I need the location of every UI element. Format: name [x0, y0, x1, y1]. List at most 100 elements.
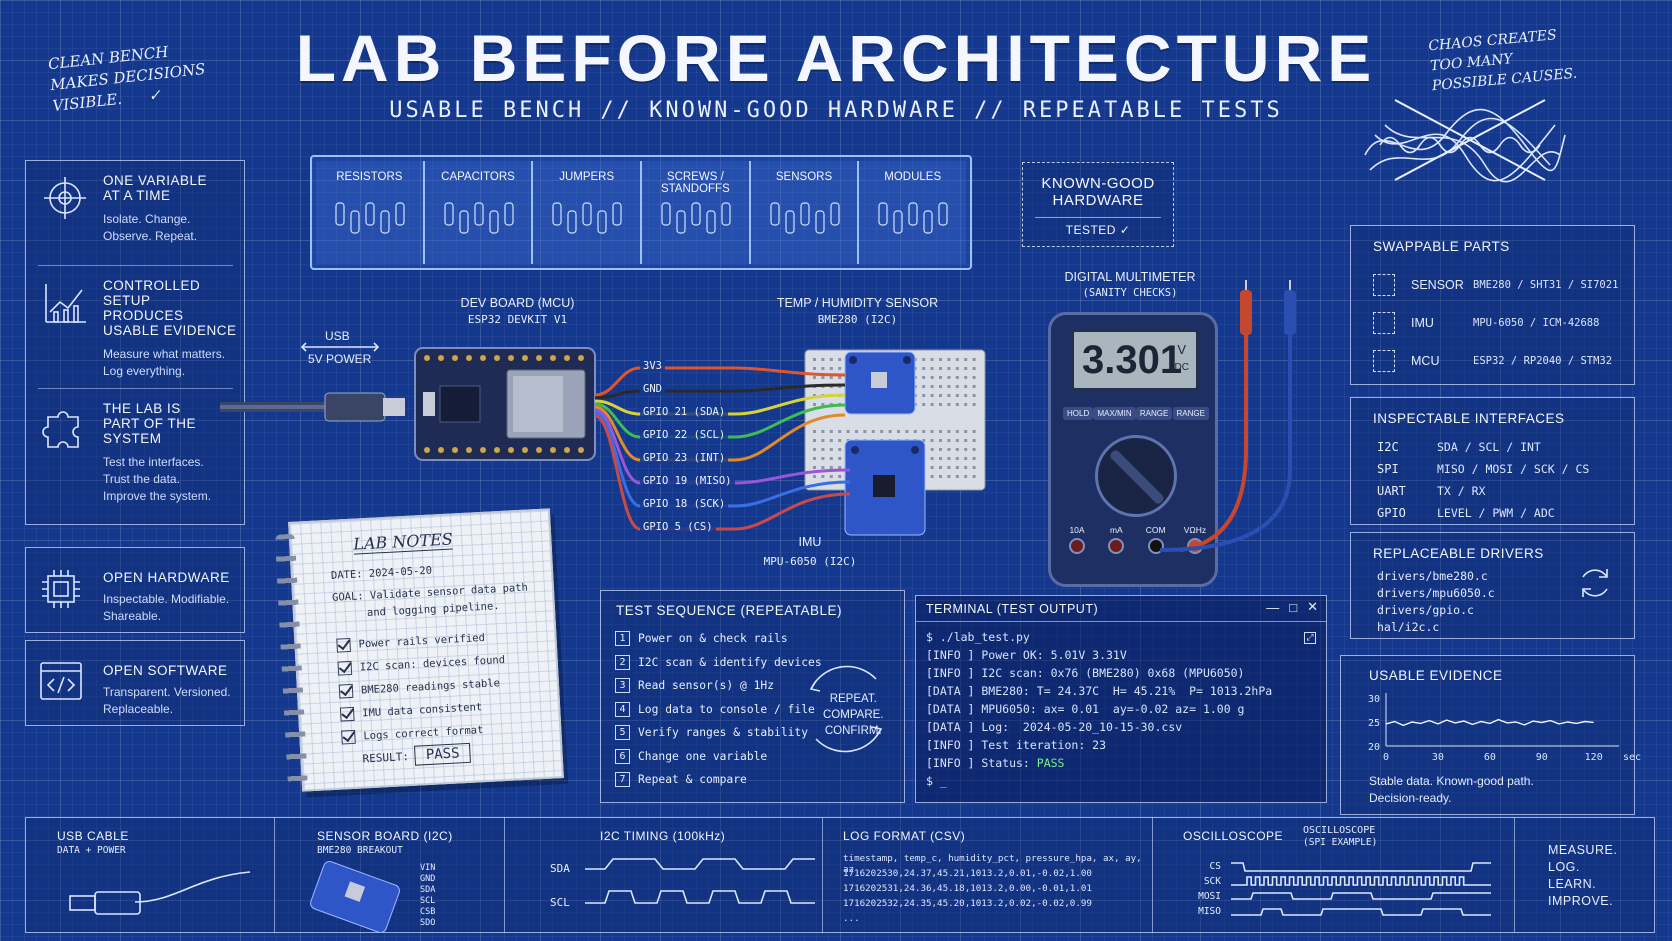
terminal-window: TERMINAL (TEST OUTPUT) — □ ✕ ⤢ $ ./lab_t… [915, 595, 1327, 803]
checkbox-checked-icon [336, 637, 351, 653]
driver-file[interactable]: hal/i2c.c [1377, 620, 1440, 634]
y-tick-label: 30 [1368, 694, 1380, 705]
wire-0 [594, 366, 846, 397]
chip-icon [42, 570, 80, 608]
meter-port[interactable]: mA [1098, 525, 1134, 554]
lab-notes-notebook: LAB NOTES DATE: 2024-05-20 GOAL: Validat… [274, 508, 564, 792]
principles-panel [25, 160, 245, 525]
esp32-board [414, 347, 596, 461]
terminal-line: [INFO ] I2C scan: 0x76 (BME280) 0x68 (MP… [926, 666, 1245, 680]
rotary-dial[interactable] [1095, 435, 1177, 517]
terminal-output[interactable]: $ ./lab_test.py[INFO ] Power OK: 5.01V 3… [926, 630, 1272, 792]
pin-label: GPIO 21 (SDA) [640, 406, 729, 418]
checkbox-checked-icon [339, 706, 355, 722]
principle-lab-system: THE LAB IS PART OF THE SYSTEM Test the i… [40, 401, 240, 505]
sensor-label: TEMP / HUMIDITY SENSOR BME280 (I2C) [776, 296, 939, 326]
csv-lines: timestamp, temp_c, humidity_pct, pressur… [843, 853, 1152, 928]
step-number: 1 [615, 631, 630, 647]
bin-label: MODULES [884, 171, 942, 183]
meter-button[interactable]: RANGE [1172, 407, 1209, 420]
minimize-button[interactable]: — [1266, 599, 1280, 615]
principle-controlled-setup: CONTROLLED SETUP PRODUCES USABLE EVIDENC… [40, 278, 240, 380]
imu-label: IMU MPU-6050 (I2C) [763, 535, 857, 568]
swap-part-icon [1373, 274, 1395, 296]
lcd-display: 3.301 V DC [1071, 329, 1199, 391]
terminal-line: $ ./lab_test.py [926, 630, 1030, 644]
pin-label: SCL [420, 896, 436, 906]
bin-jumpers: JUMPERS [533, 161, 643, 264]
swap-part-icon [1373, 312, 1395, 334]
motto: MEASURE. LOG. LEARN. IMPROVE. [1548, 843, 1618, 908]
bin-parts-icon [444, 202, 514, 234]
usb-label: USB [325, 329, 350, 343]
check-icon: ✓ [1119, 223, 1131, 237]
driver-file[interactable]: drivers/bme280.c [1377, 569, 1488, 583]
bin-label: CAPACITORS [441, 171, 515, 183]
x-tick-label: 0 [1383, 752, 1389, 763]
pin-label: GND [640, 383, 665, 395]
meter-button[interactable]: RANGE [1135, 407, 1173, 420]
series-line [1385, 718, 1594, 727]
arrow-icon [300, 342, 380, 352]
pin-label: GPIO 19 (MISO) [640, 475, 735, 487]
refresh-icon [1582, 569, 1608, 597]
wire-2 [594, 393, 846, 416]
x-tick-label: 90 [1536, 752, 1548, 763]
open-software-panel: OPEN SOFTWARE Transparent. Versioned. Re… [25, 640, 245, 726]
expand-icon[interactable]: ⤢ [1304, 632, 1316, 644]
code-window-icon [40, 662, 82, 700]
csv-line: 1716202530,24.37,45.21,1013.2,0.01,-0.02… [843, 868, 1092, 879]
multimeter-label: DIGITAL MULTIMETER (SANITY CHECKS) [1064, 270, 1196, 299]
driver-file[interactable]: drivers/gpio.c [1377, 603, 1474, 617]
bin-label: JUMPERS [559, 171, 615, 183]
principle-one-variable: ONE VARIABLE AT A TIME Isolate. Change. … [40, 173, 240, 245]
tangled-wires-icon [1364, 99, 1566, 183]
signal-label: MISO [1198, 906, 1221, 917]
meter-port[interactable]: COM [1138, 525, 1174, 554]
status-pass: PASS [1036, 756, 1065, 770]
bin-resistors: RESISTORS [316, 161, 425, 264]
divider [38, 388, 233, 389]
wire-1 [594, 383, 846, 400]
power-label: 5V POWER [308, 352, 372, 366]
divider [38, 265, 233, 266]
puzzle-icon [42, 411, 79, 448]
terminal-line: $ _ [926, 774, 947, 788]
meter-button[interactable]: HOLD [1063, 407, 1094, 420]
crosshair-icon [44, 177, 86, 219]
port-jack-icon [1069, 538, 1085, 554]
signal-label: SCK [1203, 876, 1221, 887]
meter-port[interactable]: 10A [1059, 525, 1095, 554]
driver-file[interactable]: drivers/mpu6050.c [1377, 586, 1495, 600]
maximize-button[interactable]: □ [1289, 599, 1298, 615]
log-format-section: LOG FORMAT (CSV) timestamp, temp_c, humi… [823, 817, 1153, 933]
x-tick-label: 60 [1484, 752, 1496, 763]
close-button[interactable]: ✕ [1307, 599, 1318, 614]
pin-label: SDO [420, 918, 436, 928]
meter-button[interactable]: MAX/MIN [1093, 407, 1136, 420]
step-number: 5 [615, 725, 630, 741]
probe-leads [1159, 280, 1296, 552]
dev-board-label: DEV BOARD (MCU) ESP32 DEVKIT V1 [460, 296, 575, 326]
bin-capacitors: CAPACITORS [424, 161, 534, 264]
oscilloscope-section: OSCILLOSCOPE OSCILLOSCOPE (SPI EXAMPLE) … [1153, 817, 1515, 933]
csv-line: timestamp, temp_c, humidity_pct, pressur… [843, 853, 1142, 875]
i2c-timing-section: I2C TIMING (100kHz) SDA SCL [505, 817, 823, 933]
